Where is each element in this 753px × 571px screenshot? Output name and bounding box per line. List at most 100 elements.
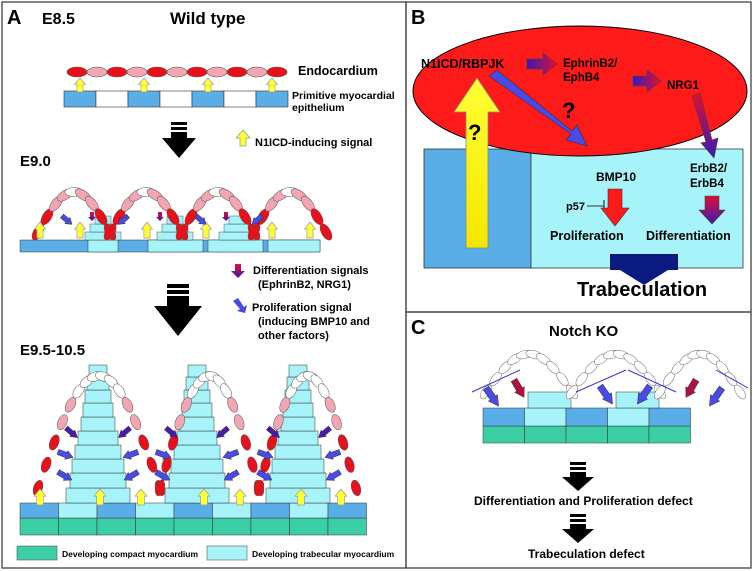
endocardial-cell	[86, 66, 108, 78]
compact-myocardium-cell	[19, 517, 59, 536]
trabecular-cell	[164, 487, 230, 504]
endocardial-cell	[350, 479, 362, 497]
endocardial-cell	[138, 434, 150, 451]
n1icd-signal-arrow	[33, 488, 47, 506]
n1icd-arrows-e8-5	[73, 77, 279, 93]
compact-myocardium-cell	[58, 517, 98, 536]
trabecular-cell	[223, 223, 251, 233]
trabecular-cell	[176, 430, 218, 446]
myocardial-cell	[648, 407, 691, 427]
trabecular-cell	[615, 391, 660, 409]
trabecular-cell	[87, 239, 119, 253]
blocked-proliferation-arrow	[482, 385, 499, 407]
proliferation-signal-arrow	[60, 213, 73, 225]
trabecular-cell	[80, 416, 116, 432]
differentiation-signal-arrow	[164, 425, 178, 438]
n1icd-to-ephrin-arrow	[526, 52, 558, 76]
question-mark-2: ?	[562, 98, 575, 123]
yellow-signal-arrow	[453, 77, 501, 249]
scene-e9-0	[19, 187, 333, 253]
endocardial-cell	[166, 66, 188, 78]
myocardial-cell	[482, 407, 525, 427]
myocardial-cell	[191, 90, 225, 108]
ephrin-to-nrg1-arrow	[632, 69, 662, 93]
proliferation-signal-arrow	[154, 449, 172, 460]
differentiation-signal-arrow	[64, 425, 78, 438]
n1icd-signal-arrow	[33, 221, 47, 239]
myocardial-cell	[159, 90, 193, 108]
endocardial-cell	[734, 384, 746, 400]
compact-myocardium-cell	[607, 425, 650, 444]
endocardial-cell	[233, 414, 245, 431]
n1icd-signal-arrow	[265, 221, 279, 239]
n1icd-signal-label: N1ICD-inducing signal	[255, 137, 372, 149]
endocardial-cell	[186, 66, 208, 78]
compact-myocardium-cell	[289, 517, 329, 536]
n1icd-signal-arrow	[303, 221, 317, 239]
n1icd-signal-arrow	[265, 77, 279, 93]
primitive-myocardium-label-2: epithelium	[292, 102, 345, 114]
stage-e9-0: E9.0	[20, 153, 51, 170]
ephrinb2-label-2: EphB4	[563, 72, 600, 84]
differentiation-legend-arrow-icon	[231, 264, 245, 278]
endocardial-cell	[64, 397, 77, 413]
myocardial-cell	[250, 502, 290, 519]
n1icd-signal-arrow	[134, 488, 148, 506]
differentiation-signal-arrow	[222, 212, 230, 221]
defect-arrow-1	[562, 462, 594, 491]
differentiation-signal-arrow	[88, 212, 96, 221]
defect-arrow-2	[562, 514, 594, 543]
trabecular-cell	[179, 416, 215, 432]
n1icd-signal-arrow	[73, 221, 87, 239]
n1icd-signal-arrow	[334, 488, 348, 506]
legend-compact-swatch	[16, 545, 58, 561]
differentiation-signal-arrow	[156, 212, 164, 221]
defect-label-1: Differentiation and Proliferation defect	[474, 494, 693, 508]
stage-e8-5: E8.5	[42, 11, 75, 28]
block-line	[715, 369, 749, 389]
proliferation-label: Proliferation	[550, 229, 624, 243]
n1icd-signal-arrow	[199, 221, 213, 239]
endocardial-cell	[644, 371, 657, 387]
differentiation-label: Differentiation	[646, 229, 731, 243]
erbb-to-differentiation-arrow	[698, 195, 726, 225]
trabecular-cell	[147, 239, 204, 253]
myocardial-cell	[524, 407, 567, 427]
n1icd-signal-arrow	[197, 488, 211, 506]
nrg1-to-erbb-arrow	[691, 92, 719, 159]
proliferation-signal-arrow	[325, 469, 342, 481]
transition-arrow-2	[154, 284, 202, 336]
myocardial-cell	[607, 407, 650, 427]
proliferation-signal-arrow	[56, 449, 74, 460]
endocardial-cell	[146, 66, 168, 78]
n1icd-signal-arrow	[137, 77, 151, 93]
proliferation-signal-label-3: other factors)	[258, 330, 329, 342]
compact-myocardium-cell	[482, 425, 525, 444]
differentiation-signal-arrow	[216, 425, 230, 438]
panel-c-title: Notch KO	[549, 323, 618, 340]
trabecular-cell	[267, 239, 321, 253]
proliferation-signal-arrow	[154, 469, 171, 481]
proliferation-signal-arrow	[256, 449, 274, 460]
myocardial-cell	[223, 90, 257, 108]
trabecular-cell	[207, 239, 264, 253]
endocardial-cell	[240, 434, 251, 451]
endocardial-cell	[331, 414, 342, 431]
endocardial-cell	[48, 434, 60, 451]
compact-myocardium-cell	[212, 517, 252, 536]
trabecular-cell	[280, 416, 316, 432]
trabecular-cell	[74, 444, 122, 460]
n1icd-signal-arrow	[73, 77, 87, 93]
n1icd-legend-arrow-icon	[235, 129, 251, 147]
panel-b-letter: B	[411, 7, 425, 29]
trabecular-cell	[173, 444, 221, 460]
myocardial-cell	[95, 90, 129, 108]
n1icd-rbpjk-label: N1ICD/RBPJK	[421, 57, 504, 71]
proliferation-signal-arrow	[256, 469, 273, 481]
endocardium-label: Endocardium	[298, 64, 378, 78]
n1icd-signal-arrow	[93, 488, 107, 506]
endocardial-cell	[130, 414, 142, 430]
n1icd-signal-arrow	[233, 488, 247, 506]
trabecular-cell	[69, 472, 127, 489]
p57-label: p57	[566, 201, 585, 213]
